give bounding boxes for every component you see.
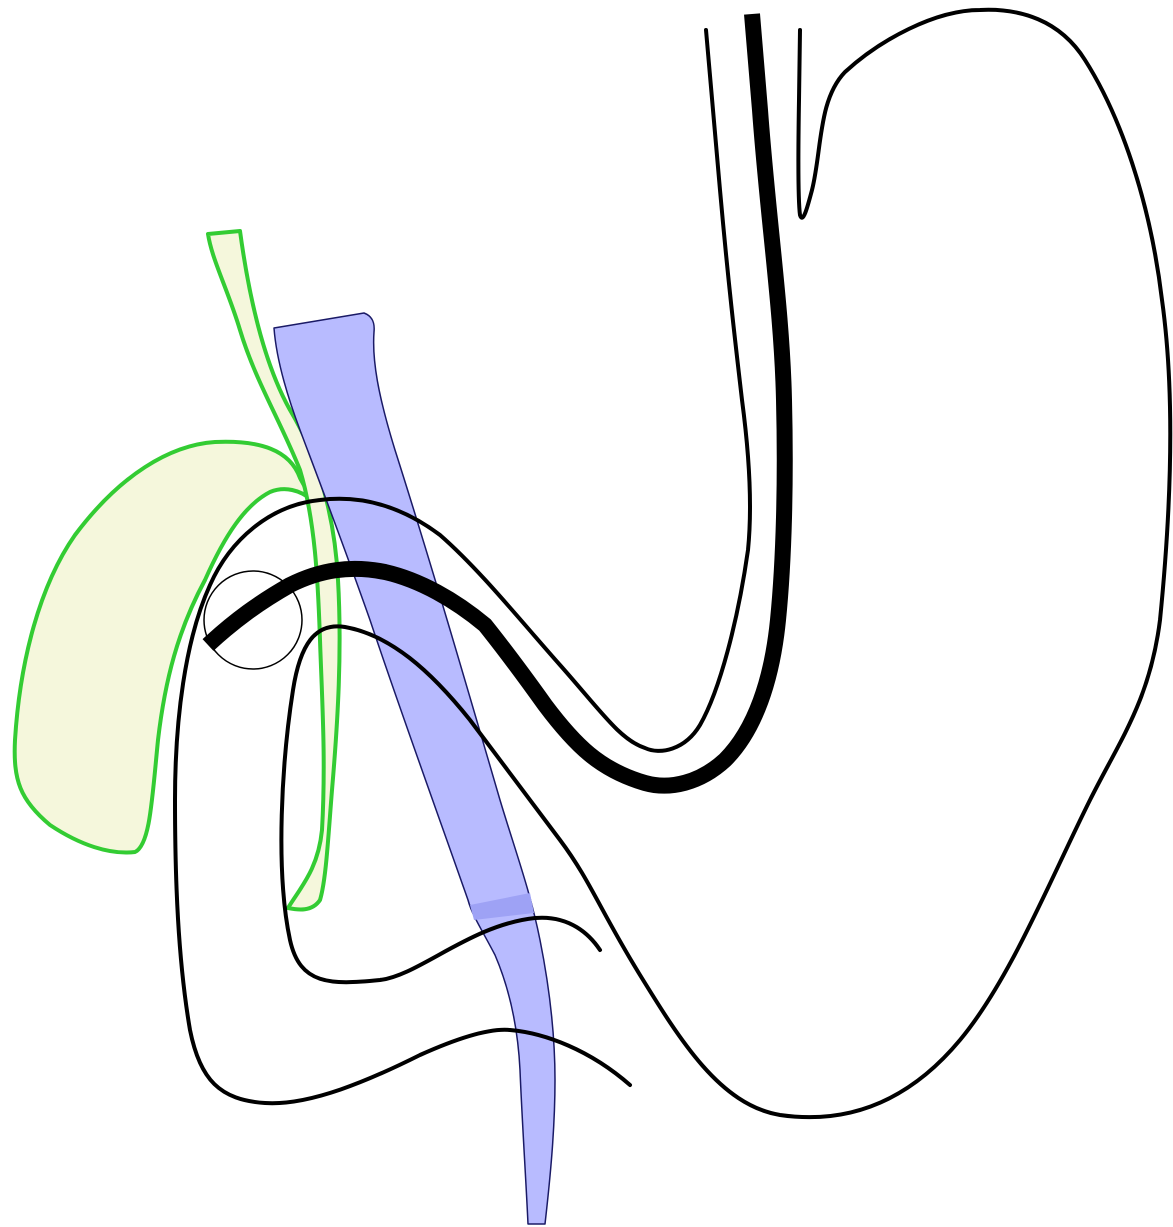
papilla-circle	[204, 571, 302, 669]
pancreatic-duct-shape	[274, 313, 555, 1224]
gallbladder-shape	[15, 442, 312, 853]
